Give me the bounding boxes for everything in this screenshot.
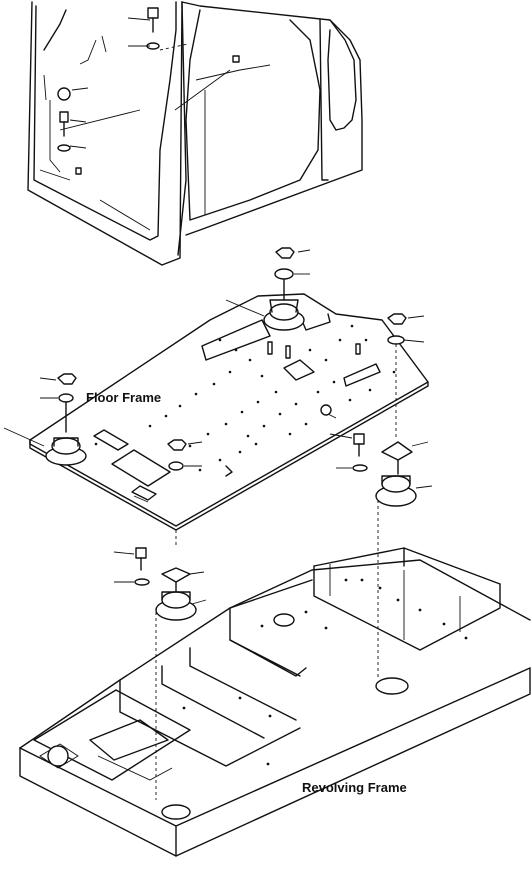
rubber-mount-left — [3, 373, 87, 466]
rubber-mount-right-lower — [329, 433, 433, 680]
revolving-frame-holes — [182, 578, 468, 766]
operator-cab — [27, 1, 363, 266]
floor-frame-holes — [78, 324, 396, 472]
rubber-mount-top — [225, 247, 311, 331]
washer-icon — [168, 461, 184, 471]
floor-frame-center-hardware — [167, 439, 203, 471]
revolving-frame — [19, 547, 531, 857]
cab-washer-icon — [57, 87, 71, 101]
revolving-frame-label: Revolving Frame — [302, 780, 407, 795]
plate-washer-icon — [381, 441, 413, 461]
bolt-icon — [353, 433, 365, 445]
floor-frame-label: Floor Frame — [86, 390, 161, 405]
nut-icon — [275, 247, 295, 259]
rubber-mount-left-lower — [113, 530, 207, 800]
cab-bolt-icon — [147, 7, 159, 19]
washer-icon — [274, 268, 294, 280]
washer-icon — [134, 578, 150, 586]
nut-icon — [387, 313, 407, 325]
washer-icon — [352, 464, 368, 472]
nut-icon — [167, 439, 187, 451]
rubber-mount-right-upper — [387, 313, 425, 440]
washer-icon — [387, 335, 405, 345]
bolt-icon — [135, 547, 147, 559]
floor-frame — [29, 293, 429, 531]
cab-bolt-icon — [59, 111, 69, 123]
plate-washer-icon — [161, 567, 191, 583]
nut-icon — [57, 373, 77, 385]
cab-washer-icon — [57, 144, 71, 152]
washer-icon — [58, 393, 74, 403]
